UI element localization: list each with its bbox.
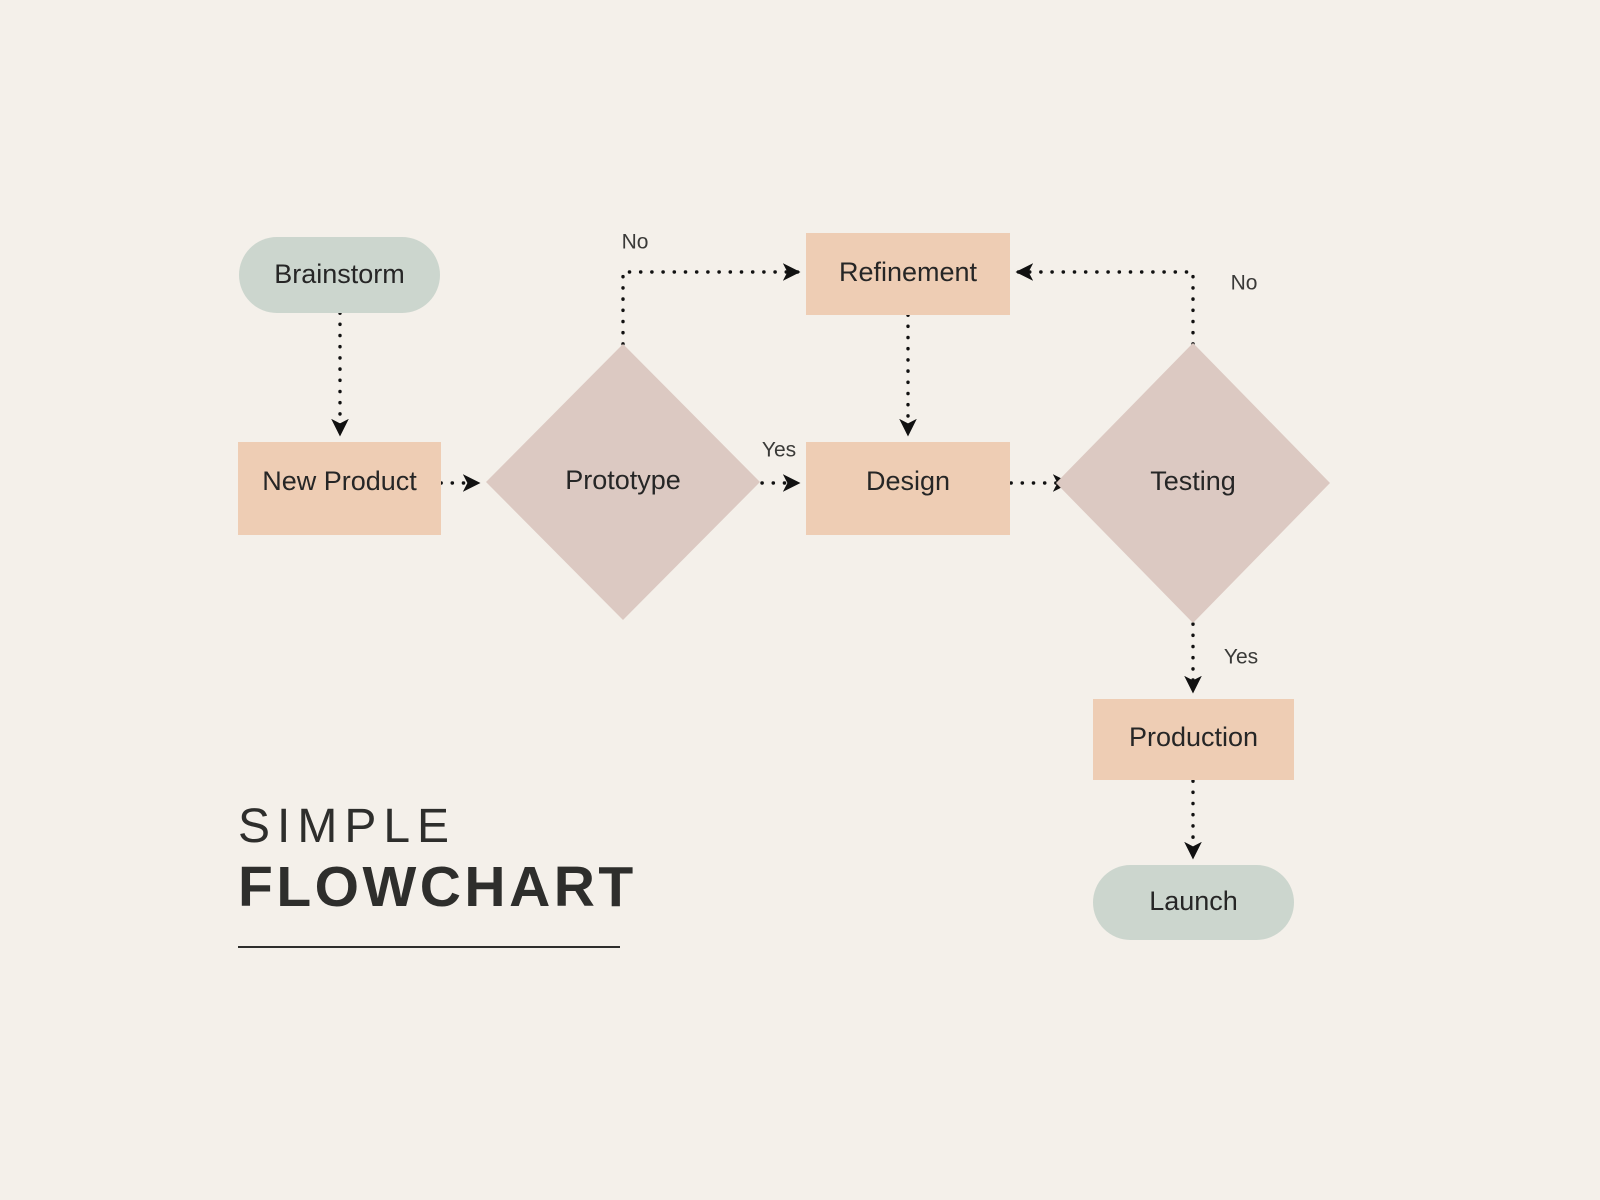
- node-new-product[interactable]: New Product: [238, 442, 441, 535]
- title-line-flowchart: FLOWCHART: [238, 854, 637, 919]
- edge-label-yes-design: Yes: [762, 439, 796, 462]
- edge-testing-no-to-refinement: [1015, 263, 1195, 346]
- node-production[interactable]: Production: [1093, 699, 1294, 780]
- title-underline-rule: [238, 945, 620, 948]
- production-shape: [1093, 699, 1294, 780]
- edge-label-yes-production: Yes: [1224, 646, 1258, 669]
- node-refinement[interactable]: Refinement: [806, 233, 1010, 315]
- edge-label-layer: No Yes No Yes: [622, 231, 1259, 669]
- prototype-label: Prototype: [565, 465, 681, 495]
- node-launch[interactable]: Launch: [1093, 865, 1294, 940]
- node-brainstorm[interactable]: Brainstorm: [239, 237, 440, 313]
- title-line-simple: SIMPLE: [238, 800, 457, 853]
- edge-label-no-testing: No: [1231, 272, 1258, 295]
- brainstorm-shape: [239, 237, 440, 313]
- testing-label: Testing: [1150, 466, 1236, 496]
- refinement-label: Refinement: [839, 257, 978, 287]
- edge-label-no-prototype: No: [622, 231, 649, 254]
- node-prototype[interactable]: Prototype: [486, 344, 760, 620]
- design-shape: [806, 442, 1010, 535]
- node-testing[interactable]: Testing: [1056, 343, 1330, 623]
- new-product-label: New Product: [262, 466, 417, 496]
- production-label: Production: [1129, 722, 1258, 752]
- launch-shape: [1093, 865, 1294, 940]
- brainstorm-label: Brainstorm: [274, 259, 405, 289]
- node-design[interactable]: Design: [806, 442, 1010, 535]
- edge-prototype-no-to-refinement: [621, 263, 801, 346]
- title-block: SIMPLE FLOWCHART: [238, 800, 798, 948]
- new-product-shape: [238, 442, 441, 535]
- launch-label: Launch: [1149, 886, 1238, 916]
- prototype-shape: [486, 344, 760, 620]
- refinement-shape: [806, 233, 1010, 315]
- design-label: Design: [866, 466, 950, 496]
- connector-layer: [331, 263, 1202, 860]
- testing-shape: [1056, 343, 1330, 623]
